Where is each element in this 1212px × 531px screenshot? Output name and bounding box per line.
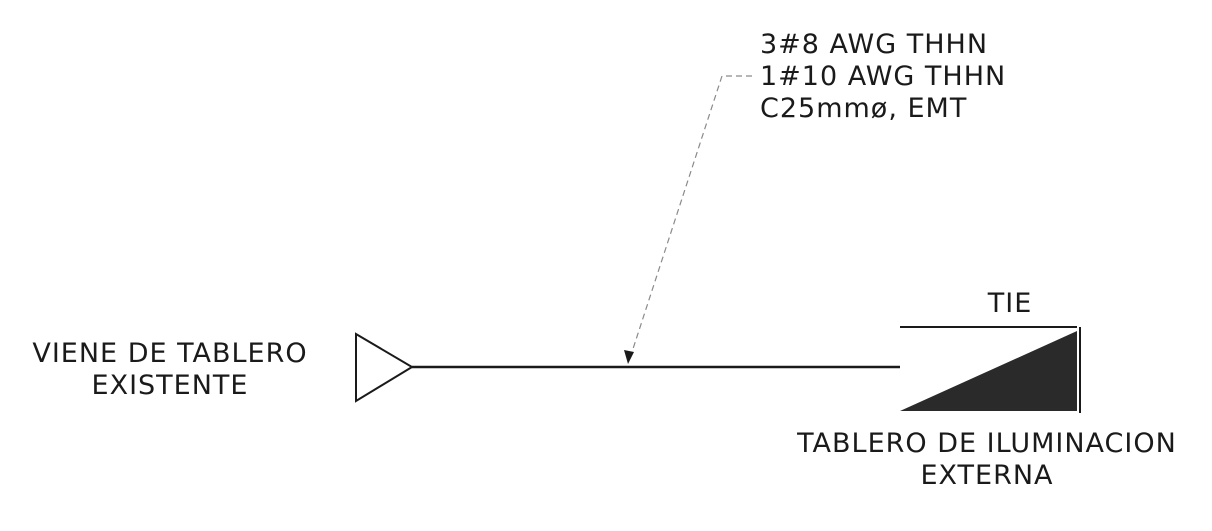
source-arrow-icon xyxy=(355,332,414,403)
source-label: VIENE DE TABLERO EXISTENTE xyxy=(6,338,334,402)
feeder-spec-line2: 1#10 AWG THHN xyxy=(760,61,1007,92)
panel-name-line1: TABLERO DE ILUMINACION xyxy=(797,428,1177,459)
panel-tag: TIE xyxy=(987,288,1033,319)
leader-line xyxy=(629,75,752,359)
feeder-spec: 3#8 AWG THHN 1#10 AWG THHN C25mmø, EMT xyxy=(760,29,1006,125)
panel-name: TABLERO DE ILUMINACION EXTERNA xyxy=(782,428,1192,492)
feeder-spec-line3: C25mmø, EMT xyxy=(760,93,968,124)
panel-name-line2: EXTERNA xyxy=(920,460,1054,491)
source-label-line1: VIENE DE TABLERO xyxy=(32,338,308,369)
leader-arrowhead-icon xyxy=(624,350,634,364)
source-label-line2: EXISTENTE xyxy=(91,370,249,401)
panel-symbol-icon xyxy=(900,331,1077,411)
feeder-spec-line1: 3#8 AWG THHN xyxy=(760,29,989,60)
